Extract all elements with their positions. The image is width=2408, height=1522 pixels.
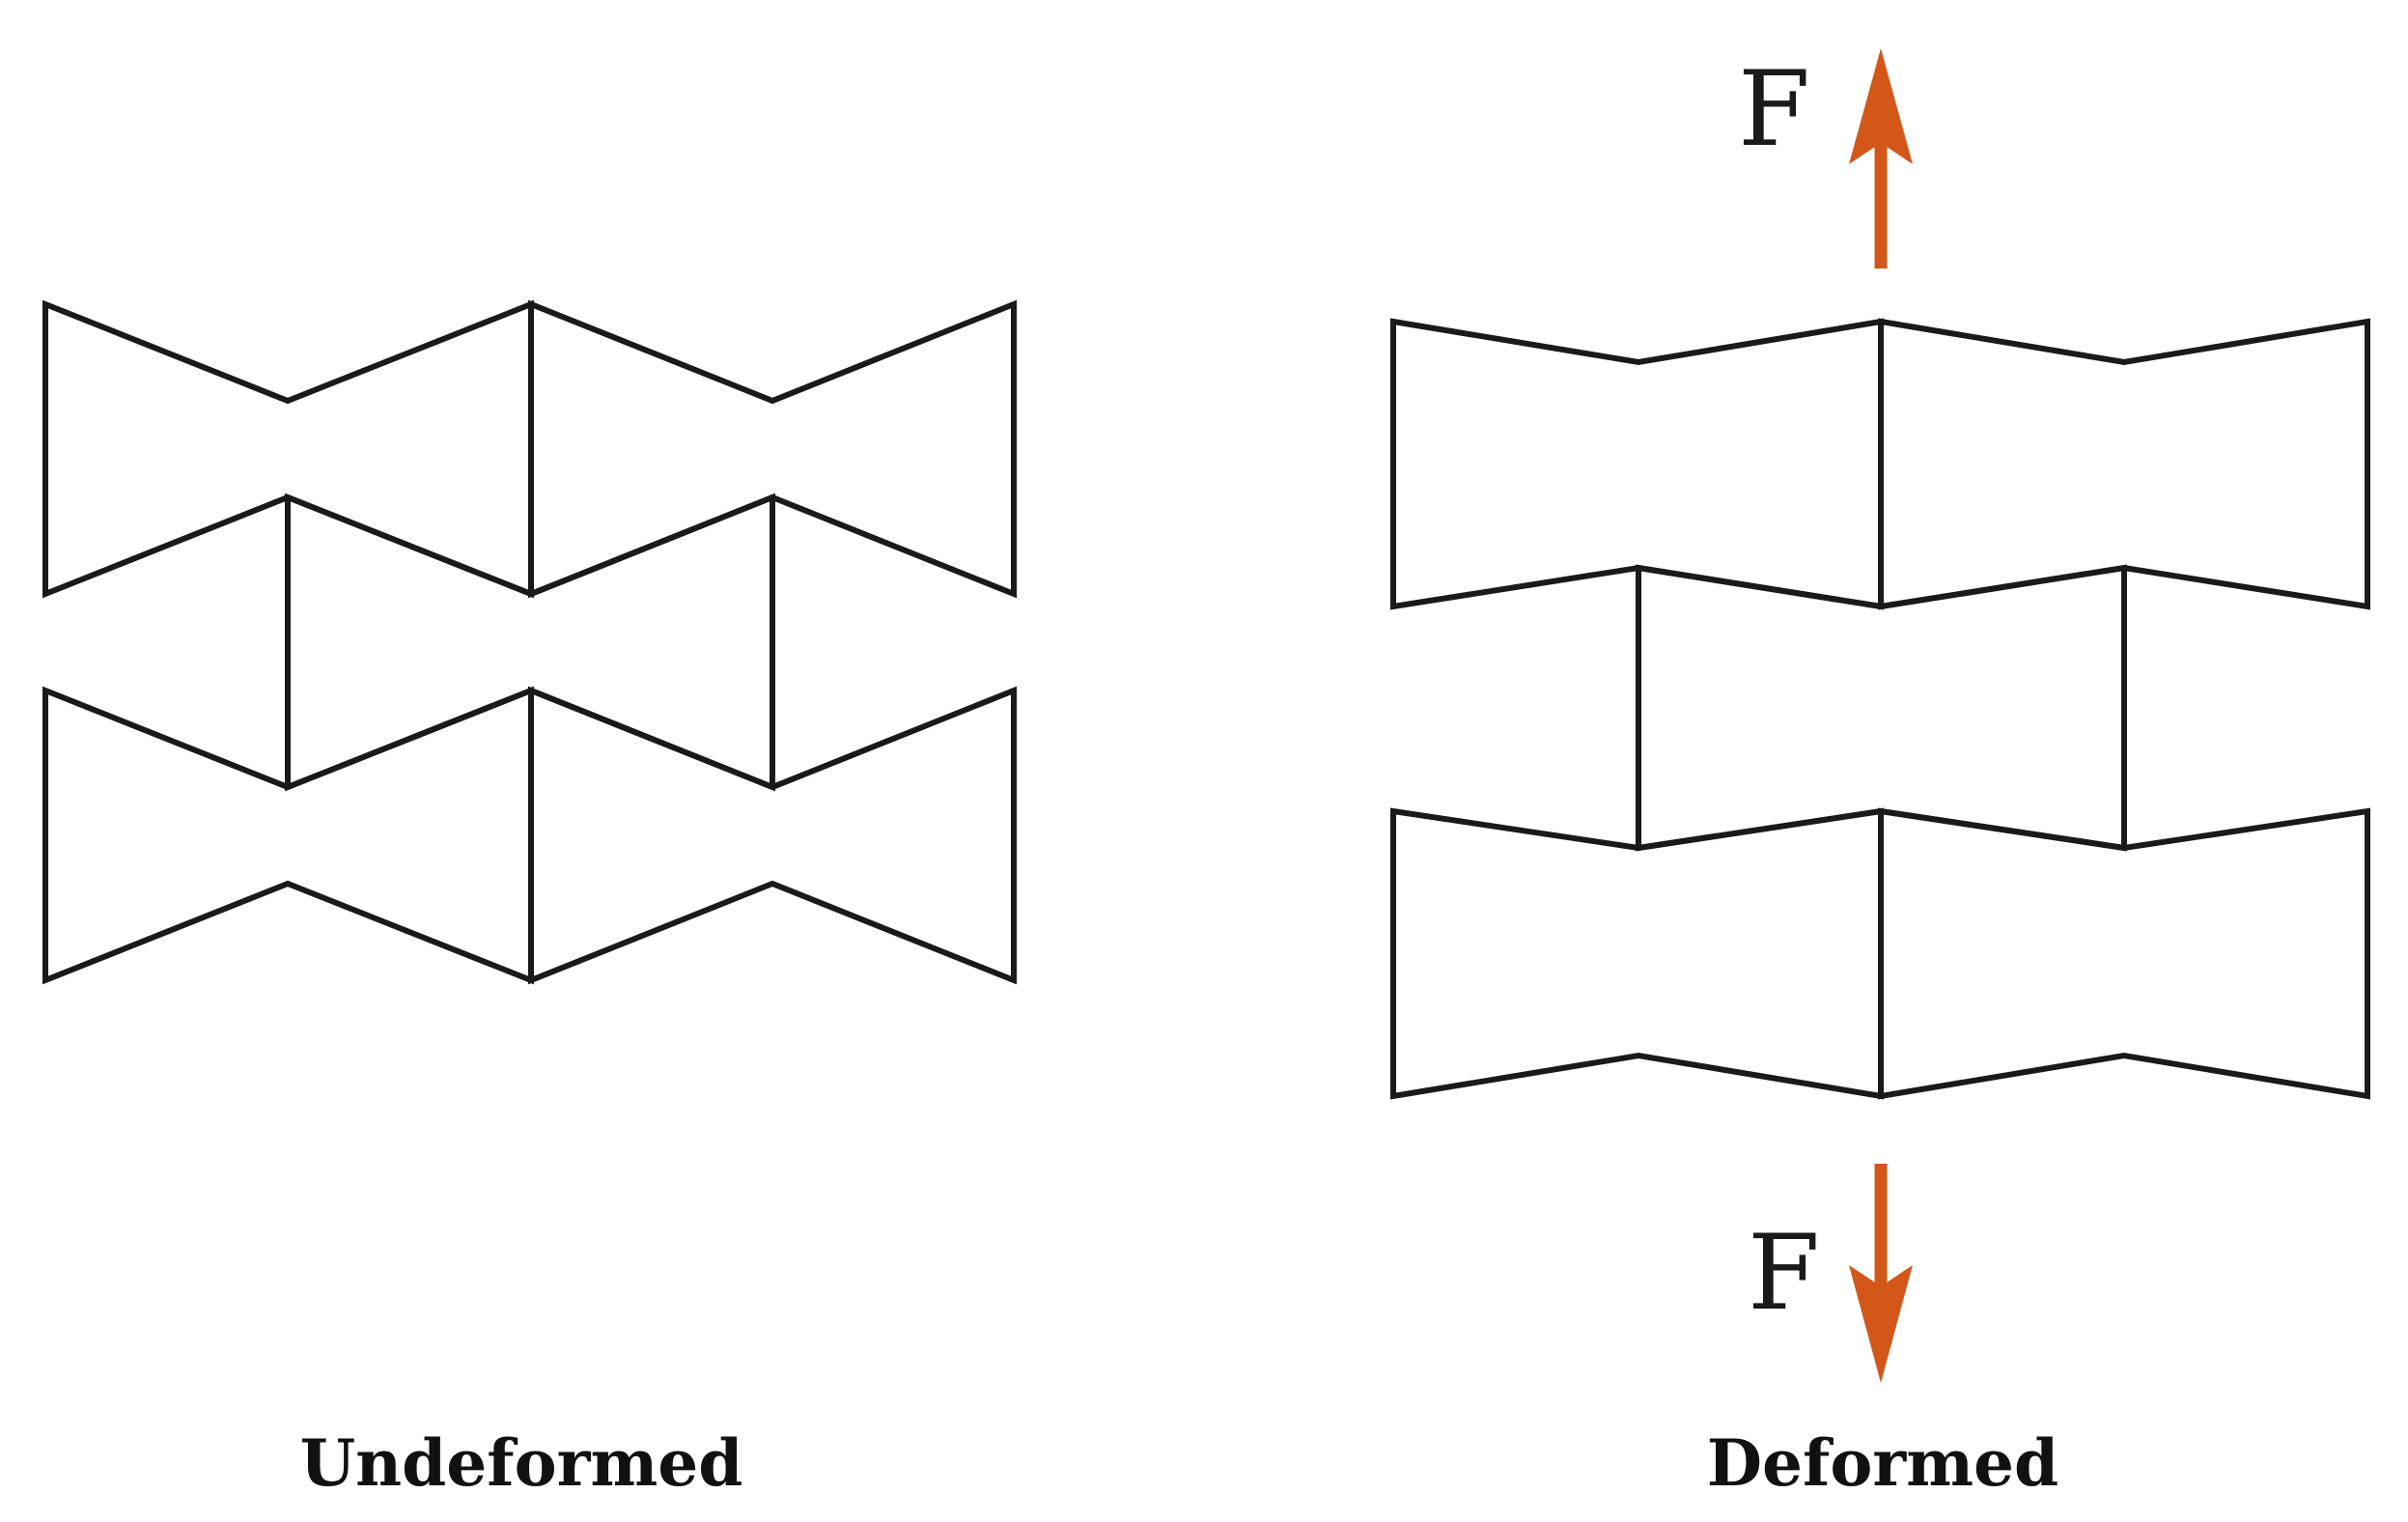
deformed-cell-row3-col1: [1390, 807, 1884, 1100]
deformed-cell-row1-col1: [1390, 318, 1884, 610]
force-arrow-up: [1849, 48, 1913, 268]
deformed-cell-row3-col2: [1878, 807, 2370, 1100]
deformed-cell-row1-col2: [1878, 318, 2370, 610]
force-label-bottom: F: [1748, 1213, 1820, 1334]
caption-undeformed: Undeformed: [300, 1425, 743, 1501]
undeformed-cell-row3-col2: [528, 686, 1017, 985]
force-arrow-down-head: [1849, 1265, 1913, 1383]
force-label-top: F: [1738, 49, 1810, 170]
force-arrow-up-head: [1849, 48, 1913, 164]
force-arrow-down: [1849, 1164, 1913, 1383]
caption-deformed: Deformed: [1707, 1425, 2058, 1501]
deformed-cell-row2-col1: [1636, 564, 2127, 852]
undeformed-lattice: [42, 299, 1017, 985]
deformed-lattice: [1390, 318, 2370, 1100]
